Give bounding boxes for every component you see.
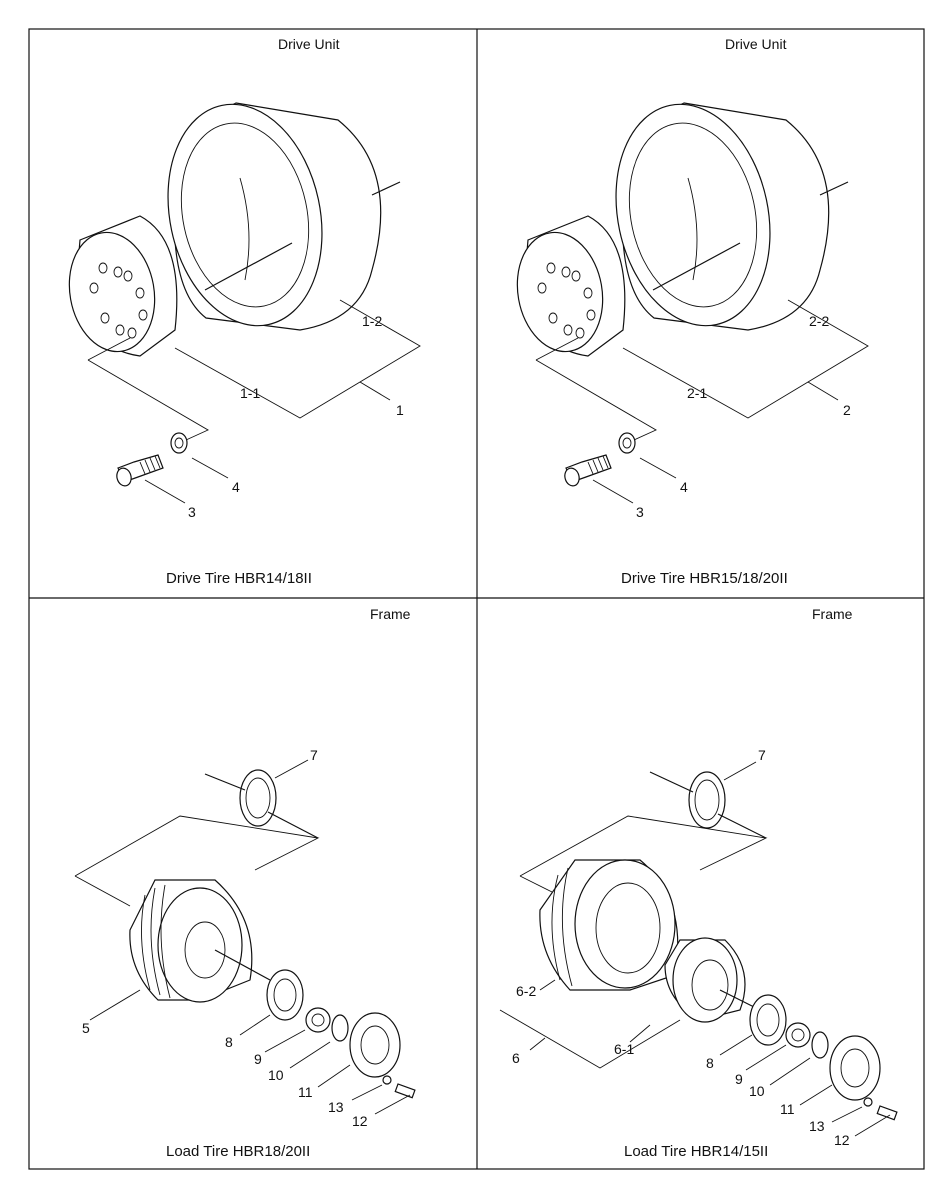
callout-label: 2-2: [809, 313, 829, 329]
callout-label: 6: [512, 1050, 520, 1066]
panel-drive-tire-hbr15-18-20: Drive Unit 2 2-1 2-2 3 4 Drive Tire HBR1…: [507, 36, 869, 587]
panel-caption: Load Tire HBR14/15II: [624, 1143, 768, 1160]
callout-label: 4: [232, 479, 240, 495]
callout-label: 11: [780, 1101, 795, 1117]
drive-tire-exploded-view: [507, 89, 869, 504]
load-tire-exploded-view: [499, 761, 898, 1137]
panel-header: Drive Unit: [725, 36, 787, 52]
callout-label: 6-2: [516, 983, 536, 999]
callout-label: 1-1: [240, 385, 260, 401]
callout-label: 7: [758, 747, 766, 763]
load-tire-exploded-view: [74, 759, 416, 1115]
callout-label: 8: [706, 1055, 714, 1071]
callout-label: 12: [352, 1113, 368, 1129]
panel-caption: Load Tire HBR18/20II: [166, 1143, 310, 1160]
callout-label: 1: [396, 402, 404, 418]
panel-drive-tire-hbr14-18: Drive Unit 1 1-1 1-2 3 4 Drive Tire HBR1…: [59, 36, 421, 587]
callout-label: 9: [735, 1071, 743, 1087]
drive-tire-exploded-view: [59, 89, 421, 504]
callout-label: 1-2: [362, 313, 382, 329]
callout-label: 13: [328, 1099, 344, 1115]
callout-label: 4: [680, 479, 688, 495]
callout-label: 12: [834, 1132, 850, 1148]
callout-label: 5: [82, 1020, 90, 1036]
callout-label: 9: [254, 1051, 262, 1067]
panel-header: Frame: [370, 606, 411, 622]
panel-grid: [28, 28, 925, 1170]
callout-label: 8: [225, 1034, 233, 1050]
callout-label: 6-1: [614, 1041, 634, 1057]
callout-label: 10: [749, 1083, 765, 1099]
callout-label: 3: [188, 504, 196, 520]
callout-label: 2: [843, 402, 851, 418]
panel-header: Frame: [812, 606, 853, 622]
callout-label: 2-1: [687, 385, 707, 401]
panel-header: Drive Unit: [278, 36, 340, 52]
panel-load-tire-hbr18-20: Frame 5 7 8 9 10 11 12 13 Load Tire HBR1…: [74, 606, 416, 1160]
callout-label: 11: [298, 1084, 313, 1100]
panel-caption: Drive Tire HBR14/18II: [166, 570, 312, 587]
callout-label: 3: [636, 504, 644, 520]
callout-label: 7: [310, 747, 318, 763]
callout-label: 13: [809, 1118, 825, 1134]
panel-load-tire-hbr14-15: Frame 6 6-1 6-2 7 8 9 10 11 12 13 Load T…: [499, 606, 898, 1160]
panel-caption: Drive Tire HBR15/18/20II: [621, 570, 788, 587]
callout-label: 10: [268, 1067, 284, 1083]
